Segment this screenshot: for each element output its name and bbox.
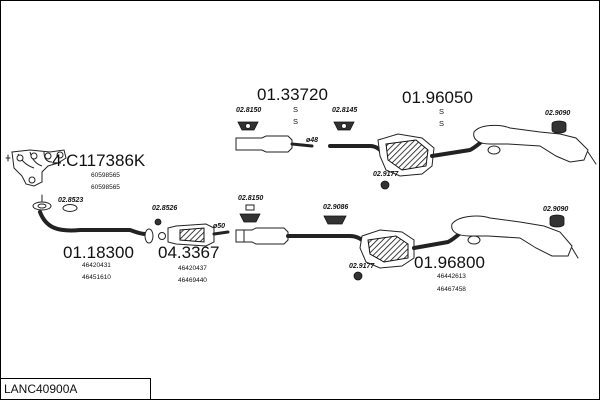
rubber-ring-a7 bbox=[380, 180, 390, 190]
label-accessory-a4: 02.8150 bbox=[236, 107, 261, 114]
part-number-catalyst: 04.3367 bbox=[158, 243, 219, 262]
rubber-hanger-a3 bbox=[239, 204, 261, 223]
label-accessory-a10: 02.9090 bbox=[543, 206, 568, 213]
oem-number-catalyst-2: 46469440 bbox=[178, 277, 207, 284]
oem-number-manifold-1: 60598565 bbox=[91, 172, 120, 179]
upper-rear-silencer bbox=[328, 124, 597, 177]
exhaust-manifold bbox=[5, 149, 67, 187]
rubber-hanger-a4 bbox=[237, 121, 259, 131]
clamp-a10 bbox=[549, 214, 565, 228]
diameter-upper: ø48 bbox=[306, 137, 318, 144]
oem-middle-pipe-upper-1: S bbox=[293, 105, 298, 114]
lower-middle-pipe bbox=[235, 227, 289, 245]
oem-number-front-pipe-2: 46451610 bbox=[82, 274, 111, 281]
oem-rear-silencer-lower-2: 46467458 bbox=[437, 286, 466, 293]
clamp-a6 bbox=[551, 120, 567, 134]
oem-rear-silencer-lower-1: 46442613 bbox=[437, 273, 466, 280]
oem-number-manifold-2: 60598565 bbox=[91, 184, 120, 191]
lower-rear-silencer bbox=[286, 215, 579, 269]
oem-middle-pipe-upper-2: S bbox=[293, 117, 298, 126]
drawing-code: LANC40900A bbox=[4, 382, 77, 396]
rubber-ring-a9 bbox=[353, 271, 363, 281]
label-accessory-a9: 02.9177 bbox=[349, 263, 375, 270]
rubber-hanger-a5 bbox=[333, 121, 355, 131]
oem-rear-silencer-upper-1: S bbox=[439, 107, 444, 116]
catalytic-converter bbox=[167, 223, 230, 247]
label-accessory-a2: 02.8526 bbox=[152, 205, 177, 212]
part-number-rear-silencer-upper: 01.96050 bbox=[402, 88, 473, 107]
label-accessory-a7: 02.9177 bbox=[373, 171, 399, 178]
label-accessory-a6: 02.9090 bbox=[545, 110, 570, 117]
manifold-gasket bbox=[32, 194, 52, 211]
label-accessory-a8: 02.9086 bbox=[323, 204, 348, 211]
part-number-front-pipe: 01.18300 bbox=[63, 243, 134, 262]
flange-gasket bbox=[144, 218, 166, 244]
diameter-lower: ø50 bbox=[213, 223, 225, 230]
oem-number-front-pipe-1: 46420431 bbox=[82, 262, 111, 269]
oem-number-catalyst-1: 46420437 bbox=[178, 265, 207, 272]
oem-rear-silencer-upper-2: S bbox=[439, 119, 444, 128]
clamp-a8 bbox=[323, 215, 347, 225]
part-number-rear-silencer-lower: 01.96800 bbox=[414, 253, 485, 272]
label-accessory-a5: 02.8145 bbox=[332, 107, 357, 114]
label-accessory-a1: 02.8523 bbox=[58, 197, 83, 204]
part-number-manifold: 4.C117386K bbox=[52, 151, 146, 170]
clamp-a1 bbox=[62, 204, 78, 212]
upper-middle-pipe bbox=[235, 135, 314, 153]
label-accessory-a3: 02.8150 bbox=[238, 195, 263, 202]
part-number-middle-pipe-upper: 01.33720 bbox=[257, 85, 328, 104]
